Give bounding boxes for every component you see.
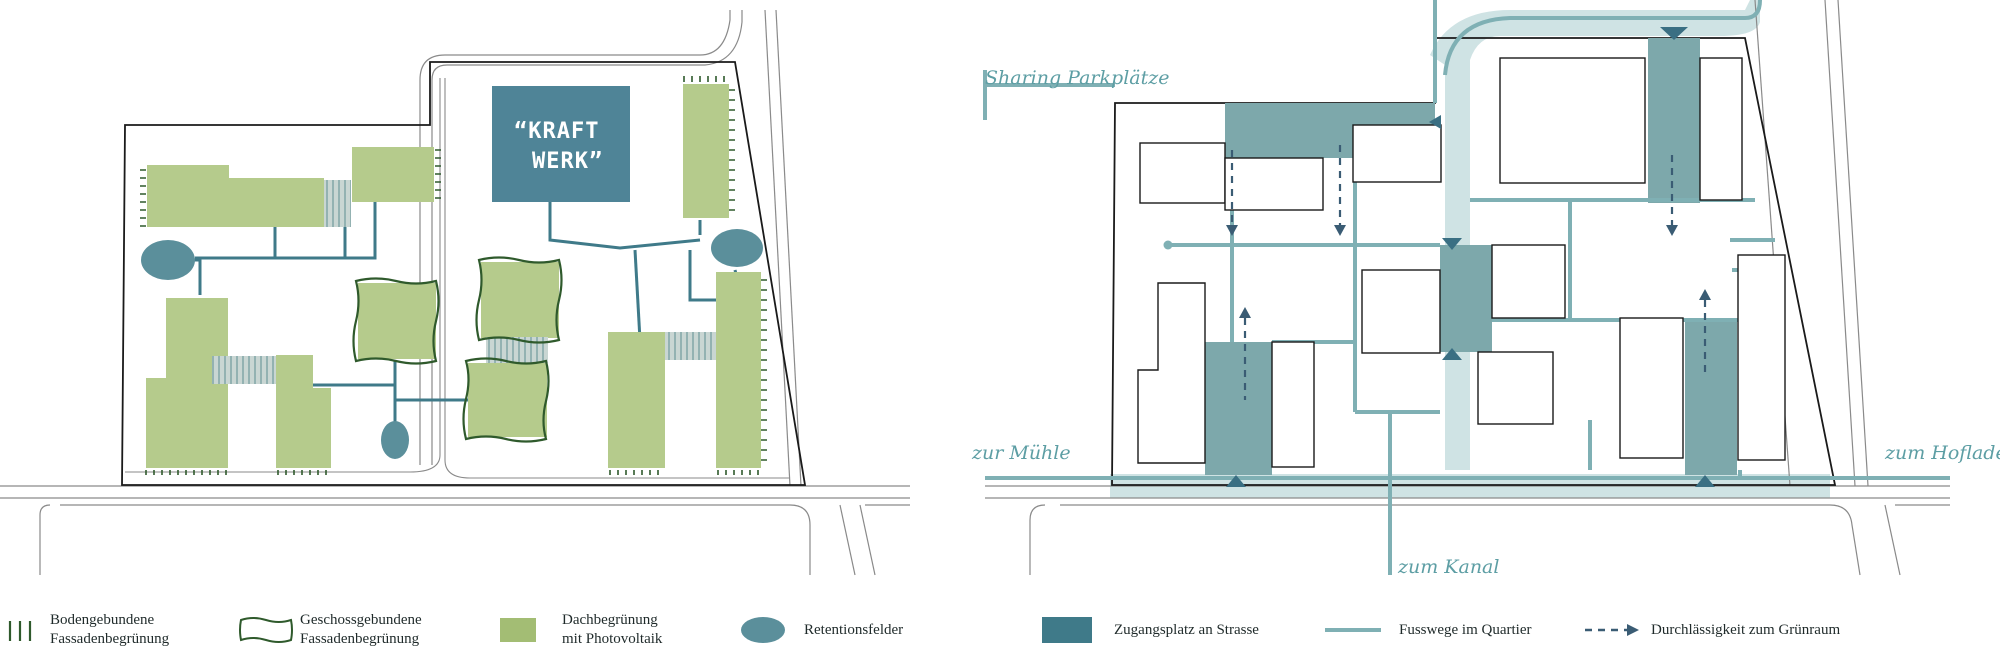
storey-facade-greening-icon — [239, 617, 293, 643]
footpath-icon — [1325, 628, 1381, 632]
legend-item-storey-facade: Geschossgebundene Fassadenbegrünung — [238, 608, 422, 652]
retention-field-icon — [741, 617, 785, 643]
label-sharing-parkplaetze: Sharing Parkplätze — [985, 67, 1170, 89]
legend-text: Geschossgebundene Fassadenbegrünung — [300, 612, 422, 647]
legend-text: Retentionsfelder — [804, 621, 904, 638]
green-roof-pv-icon — [500, 618, 536, 642]
label-zum-hofladen: zum Hofladen — [1884, 442, 2000, 464]
label-zum-kanal: zum Kanal — [1397, 556, 1499, 578]
legend-text: Bodengebundene Fassadenbegrünung — [50, 612, 170, 647]
kraftwerk-label-line2: WERK” — [532, 149, 603, 174]
right-buildings — [1137, 57, 1786, 468]
left-hatched-links — [212, 180, 716, 384]
left-site-boundary — [121, 61, 807, 486]
legend-left: Bodengebundene Fassadenbegrünung Geschos… — [0, 608, 990, 658]
legend-item-ground-facade: Bodengebundene Fassadenbegrünung — [6, 608, 169, 652]
label-zur-muehle: zur Mühle — [971, 442, 1071, 464]
kraftwerk-building — [492, 86, 630, 202]
ground-facade-greening-icon — [8, 621, 32, 641]
left-green-roofs — [146, 84, 761, 468]
right-plan: Sharing Parkplätze zur Mühle zum Hoflade… — [971, 0, 2000, 578]
left-streets — [0, 9, 910, 576]
legend-text: Zugangsplatz an Strasse — [1114, 621, 1259, 638]
site-plans: “KRAFT WERK” — [0, 0, 2000, 578]
permeability-arrow-icon — [1585, 624, 1639, 636]
legend-text: Durchlässigkeit zum Grünraum — [1651, 621, 1841, 638]
footpath-node — [1163, 240, 1173, 250]
legend-item-access-square: Zugangsplatz an Strasse — [1042, 608, 1259, 652]
right-permeability-arrows — [1230, 145, 1707, 400]
legend-item-permeability: Durchlässigkeit zum Grünraum — [1585, 608, 1840, 652]
left-plan: “KRAFT WERK” — [0, 9, 910, 576]
legend-text: Dachbegrünung mit Photovoltaik — [562, 612, 663, 647]
right-permeability-arrowheads — [1226, 225, 1711, 318]
left-storey-facades — [352, 256, 563, 443]
access-square-icon — [1042, 617, 1092, 643]
legend-text: Fusswege im Quartier — [1399, 621, 1532, 638]
left-retention-fields — [141, 229, 763, 459]
right-entrance-markers — [1226, 27, 1715, 487]
kraftwerk-label-line1: “KRAFT — [514, 119, 599, 144]
left-ground-facades — [140, 76, 767, 475]
legend-item-retention: Retentionsfelder — [740, 608, 903, 652]
legend-right: Zugangsplatz an Strasse Fusswege im Quar… — [1000, 608, 1990, 658]
legend-item-green-roof: Dachbegrünung mit Photovoltaik — [500, 608, 662, 652]
legend-item-footpath: Fusswege im Quartier — [1325, 608, 1531, 652]
